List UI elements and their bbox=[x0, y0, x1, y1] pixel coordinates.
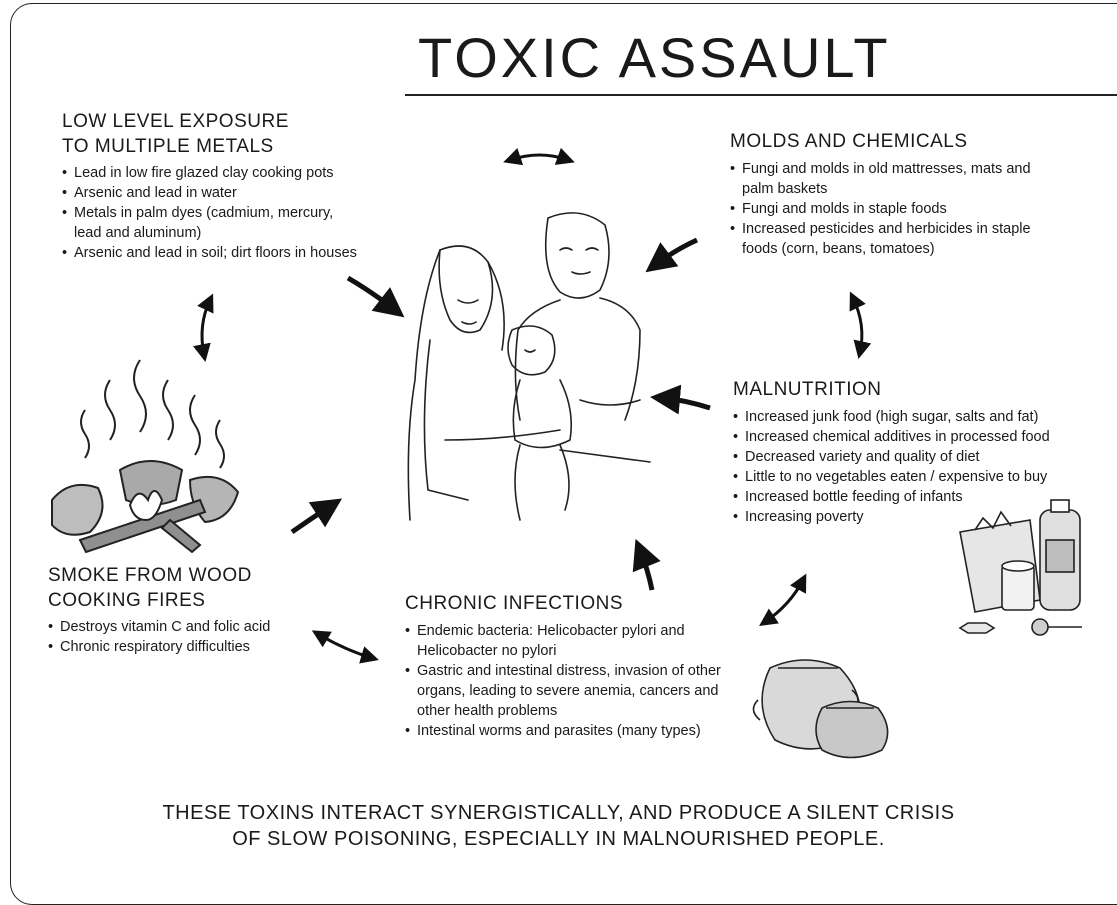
section-metals: LOW LEVEL EXPOSURE TO MULTIPLE METALS Le… bbox=[62, 110, 422, 263]
infections-heading: CHRONIC INFECTIONS bbox=[405, 593, 623, 614]
arrow-icon bbox=[632, 538, 661, 591]
title-underline bbox=[405, 94, 1117, 96]
list-item: Metals in palm dyes (cadmium, mercury, l… bbox=[62, 203, 364, 243]
list-item: Decreased variety and quality of diet bbox=[733, 447, 1113, 467]
list-item: Intestinal worms and parasites (many typ… bbox=[405, 721, 745, 741]
list-item: Arsenic and lead in water bbox=[62, 183, 422, 203]
list-item: Lead in low fire glazed clay cooking pot… bbox=[62, 163, 422, 183]
cooking-fire-illustration bbox=[51, 359, 240, 554]
section-molds: MOLDS AND CHEMICALS Fungi and molds in o… bbox=[730, 130, 1060, 259]
infections-list: Endemic bacteria: Helicobacter pylori an… bbox=[405, 621, 745, 741]
section-malnutrition: MALNUTRITION Increased junk food (high s… bbox=[733, 378, 1113, 527]
metals-heading-line2: TO MULTIPLE METALS bbox=[62, 135, 274, 157]
list-item: Increased pesticides and herbicides in s… bbox=[730, 219, 1042, 259]
list-item: Little to no vegetables eaten / expensiv… bbox=[733, 467, 1113, 487]
list-item: Endemic bacteria: Helicobacter pylori an… bbox=[405, 621, 732, 661]
smoke-heading-line2: COOKING FIRES bbox=[48, 589, 206, 611]
list-item: Chronic respiratory difficulties bbox=[48, 637, 338, 657]
family-illustration bbox=[407, 212, 651, 521]
double-arrow-icon bbox=[311, 630, 379, 664]
arrow-icon bbox=[346, 275, 405, 318]
list-item: Increasing poverty bbox=[733, 507, 1113, 527]
metals-heading-line1: LOW LEVEL EXPOSURE bbox=[62, 111, 289, 132]
smoke-heading: SMOKE FROM WOOD COOKING FIRES bbox=[48, 564, 338, 613]
footer-statement: THESE TOXINS INTERACT SYNERGISTICALLY, A… bbox=[0, 800, 1117, 852]
processed-food-illustration bbox=[958, 499, 1082, 636]
footer-line1: THESE TOXINS INTERACT SYNERGISTICALLY, A… bbox=[162, 802, 955, 824]
list-item: Increased junk food (high sugar, salts a… bbox=[733, 407, 1113, 427]
list-item: Arsenic and lead in soil; dirt floors in… bbox=[62, 243, 422, 263]
malnutrition-list: Increased junk food (high sugar, salts a… bbox=[733, 407, 1113, 527]
list-item: Increased chemical additives in processe… bbox=[733, 427, 1113, 447]
double-arrow-icon bbox=[193, 293, 214, 363]
list-item: Increased bottle feeding of infants bbox=[733, 487, 1113, 507]
molds-list: Fungi and molds in old mattresses, mats … bbox=[730, 159, 1060, 259]
section-infections: CHRONIC INFECTIONS Endemic bacteria: Hel… bbox=[405, 592, 745, 741]
double-arrow-icon bbox=[503, 147, 575, 166]
clay-pots-illustration bbox=[752, 659, 889, 759]
arrow-icon bbox=[650, 384, 711, 415]
smoke-list: Destroys vitamin C and folic acid Chroni… bbox=[48, 617, 338, 657]
malnutrition-heading: MALNUTRITION bbox=[733, 379, 882, 400]
page-title: TOXIC ASSAULT bbox=[418, 26, 891, 89]
list-item: Fungi and molds in old mattresses, mats … bbox=[730, 159, 1032, 199]
double-arrow-icon bbox=[759, 573, 807, 627]
metals-heading: LOW LEVEL EXPOSURE TO MULTIPLE METALS bbox=[62, 110, 422, 159]
smoke-heading-line1: SMOKE FROM WOOD bbox=[48, 565, 252, 586]
footer-line2: OF SLOW POISONING, ESPECIALLY IN MALNOUR… bbox=[232, 828, 885, 850]
molds-heading: MOLDS AND CHEMICALS bbox=[730, 131, 968, 152]
arrow-icon bbox=[290, 498, 343, 535]
metals-list: Lead in low fire glazed clay cooking pot… bbox=[62, 163, 422, 263]
list-item: Fungi and molds in staple foods bbox=[730, 199, 1060, 219]
list-item: Gastric and intestinal distress, invasio… bbox=[405, 661, 737, 721]
illustration-layer bbox=[51, 147, 1082, 759]
arrow-icon bbox=[645, 237, 699, 273]
double-arrow-icon bbox=[849, 291, 872, 360]
section-smoke: SMOKE FROM WOOD COOKING FIRES Destroys v… bbox=[48, 564, 338, 657]
list-item: Destroys vitamin C and folic acid bbox=[48, 617, 338, 637]
